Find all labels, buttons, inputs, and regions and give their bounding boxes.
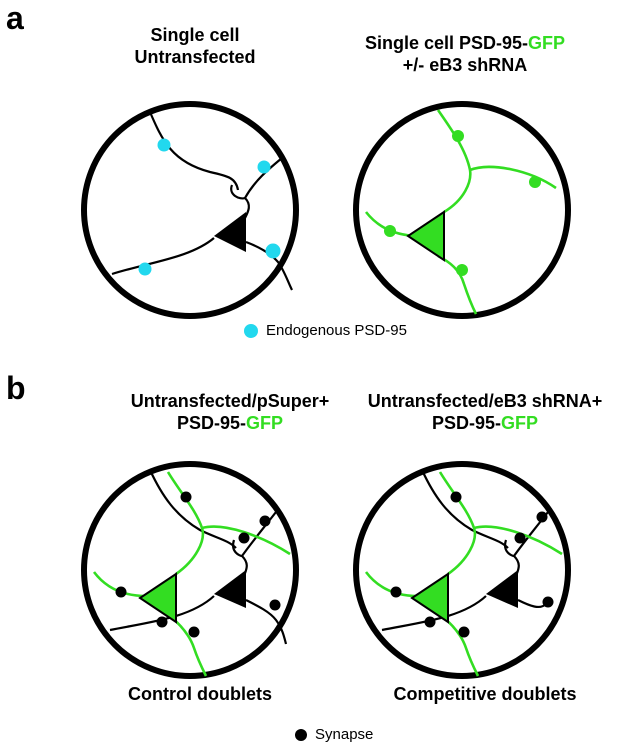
doublet-competitive	[353, 461, 571, 679]
cell-gfp-single	[353, 101, 571, 319]
dish-circle	[81, 101, 299, 319]
neuron-soma	[214, 212, 246, 252]
doublet-control	[81, 461, 299, 679]
panel-b-right-title: Untransfected/eB3 shRNA+ PSD-95-GFP	[355, 390, 615, 434]
synapse-dot	[424, 616, 436, 628]
dendrite	[230, 184, 250, 219]
gfp-dendrite	[166, 471, 205, 576]
neuron-soma	[214, 570, 246, 608]
synapse-dot	[115, 586, 127, 598]
dendrite	[421, 469, 509, 549]
endogenous-psd95-puncta	[138, 262, 152, 276]
dendrite	[245, 599, 288, 645]
gfp-psd95-puncta	[384, 225, 396, 237]
competitive-doublets-caption: Competitive doublets	[393, 684, 577, 704]
neuron-soma	[486, 570, 518, 608]
cell-untransfected-single	[81, 101, 299, 319]
panel-b-left-title-black: PSD-95-	[176, 413, 246, 433]
panel-a-right-title-line2: +/- eB3 shRNA	[402, 55, 528, 75]
synapse-dot	[514, 532, 526, 544]
gfp-neuron-soma	[410, 572, 449, 624]
panel-a-left-title-line2: Untransfected	[134, 47, 256, 67]
synapse-dot	[156, 616, 168, 628]
dish-circle	[353, 461, 571, 679]
gfp-neuron-soma	[406, 210, 445, 262]
synapse-dot	[536, 511, 548, 523]
endogenous-psd95-puncta	[157, 138, 171, 152]
synapse-dot	[259, 515, 271, 527]
endogenous-psd95-puncta	[257, 160, 271, 174]
synapse-dot	[269, 599, 281, 611]
panel-a-right-title-gfp: GFP	[528, 33, 566, 53]
panel-b-right-title-gfp: GFP	[501, 413, 539, 433]
gfp-axon	[169, 615, 208, 677]
gfp-axon	[437, 254, 478, 315]
axon	[111, 237, 215, 276]
panel-letter-a: a	[6, 0, 24, 36]
synapse-dot	[458, 626, 470, 638]
gfp-axon	[441, 615, 480, 677]
panel-letter-b: b	[6, 370, 26, 406]
gfp-dendrite	[438, 471, 477, 576]
panel-a-right-title-black: Single cell PSD-95-	[364, 33, 529, 53]
synapse-dot	[180, 491, 192, 503]
gfp-dendrite	[201, 525, 291, 556]
panel-a-left-title: Single cell Untransfected	[90, 24, 300, 68]
dendrite	[149, 469, 237, 549]
axon	[381, 595, 487, 632]
dendrite	[148, 111, 240, 191]
panel-a-right-title: Single cell PSD-95-GFP +/- eB3 shRNA	[330, 32, 600, 76]
synapse-dot	[450, 491, 462, 503]
gfp-neuron-soma	[138, 572, 177, 624]
panel-a-legend-label: Endogenous PSD-95	[266, 322, 407, 339]
gfp-psd95-puncta	[452, 130, 464, 142]
endogenous-psd95-marker-icon	[244, 323, 258, 338]
panel-a-left-title-line1: Single cell	[150, 25, 240, 45]
dendrite	[244, 157, 283, 199]
dendrite	[241, 511, 277, 557]
gfp-dendrite	[469, 165, 557, 190]
synapse-dot	[238, 532, 250, 544]
dish-circle	[81, 461, 299, 679]
panel-b-legend: Synapse	[295, 726, 373, 743]
synapse-dot	[188, 626, 200, 638]
panel-b-left-title-gfp: GFP	[246, 413, 284, 433]
panel-b-left-title: Untransfected/pSuper+ PSD-95-GFP	[110, 390, 350, 434]
axon	[109, 595, 215, 632]
panel-b-right-title-line1: Untransfected/eB3 shRNA+	[367, 391, 603, 411]
synapse-dot	[390, 586, 402, 598]
panel-b-legend-label: Synapse	[315, 726, 374, 743]
dendrite	[245, 240, 293, 291]
gfp-psd95-puncta	[529, 176, 541, 188]
gfp-dendrite	[364, 571, 419, 598]
gfp-psd95-puncta	[456, 264, 468, 276]
synapse-dot	[542, 596, 554, 608]
panel-b-right-title-black: PSD-95-	[431, 413, 501, 433]
panel-b-left-title-line1: Untransfected/pSuper+	[130, 391, 330, 411]
gfp-dendrite	[473, 525, 563, 556]
dish-circle	[353, 101, 571, 319]
control-doublets-caption: Control doublets	[128, 684, 272, 704]
synapse-marker-icon	[295, 728, 307, 741]
endogenous-psd95-puncta	[265, 243, 281, 259]
panel-a-legend: Endogenous PSD-95	[244, 322, 407, 339]
